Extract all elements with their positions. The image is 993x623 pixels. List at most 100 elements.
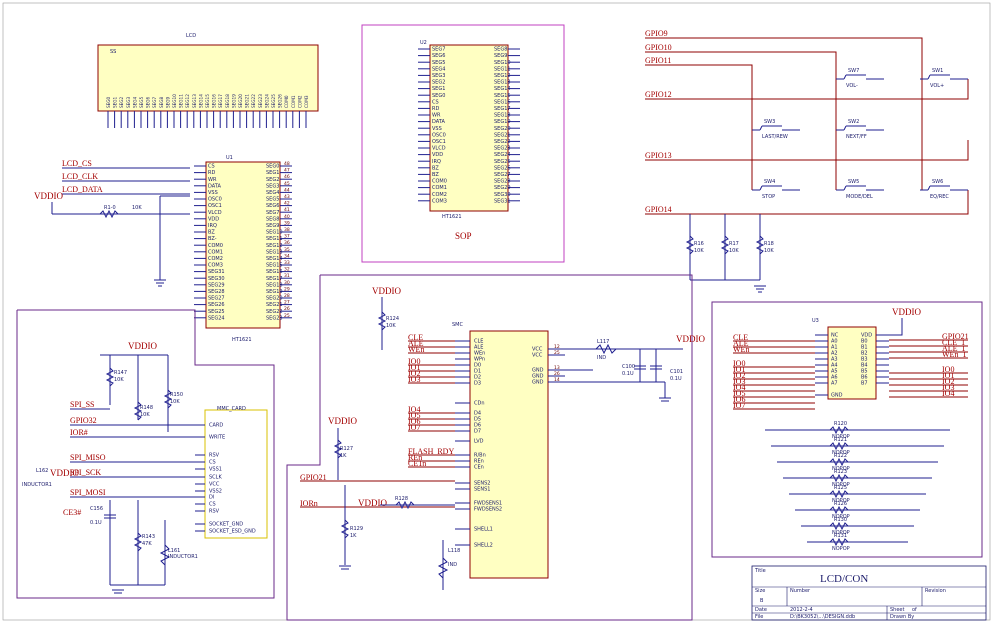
u1-pin-left: OSC0 <box>208 197 222 203</box>
u3-pin-right: B4 <box>861 363 868 369</box>
u1-pin-left: CS <box>208 164 215 170</box>
lcd-pin-label: SEG15 <box>205 94 210 108</box>
r147-ref: R147 <box>114 370 127 376</box>
resistor-symbol <box>829 425 849 435</box>
u2-pin-right: SEG30 <box>494 192 511 198</box>
switch-res-ref: R17 <box>729 241 739 247</box>
smc-pin-left: D3 <box>474 381 481 387</box>
u3-pin-left: A7 <box>831 381 838 387</box>
l162-ref: L162 <box>36 468 48 474</box>
u2-pin-left: SEG1 <box>432 86 445 92</box>
u3-pin-right: B5 <box>861 369 868 375</box>
resistor-symbol <box>829 521 849 531</box>
u3-pin-left: GND <box>831 393 843 399</box>
u2-ref: U2 <box>420 40 427 46</box>
u3-pin-left: A2 <box>831 351 838 357</box>
net-gpio32: GPIO32 <box>70 416 97 425</box>
u1-pin-right: SEG22 <box>266 309 283 315</box>
r148-val: 10K <box>140 412 150 418</box>
r129-ref: R129 <box>350 526 363 532</box>
u1-pin-right: SEG10 <box>266 230 283 236</box>
lcd-pin-label: SEG21 <box>245 94 250 108</box>
smc-pin-right: GND <box>532 374 544 380</box>
u3-right-net: CLE_1 <box>942 338 965 347</box>
resistor-symbol <box>829 537 849 547</box>
smc-pin-num: 25 <box>554 350 560 356</box>
switch-label: NEXT/FF <box>846 134 867 140</box>
lcd-pin-label: COM2 <box>297 95 302 108</box>
tb-title-label: Title <box>754 568 766 574</box>
u2-pin-right: SEG19 <box>494 119 511 125</box>
switch-res-val: 10K <box>694 248 704 254</box>
u2-body <box>429 44 509 212</box>
smc-pin-right: VCC <box>532 353 543 359</box>
resistor-symbol <box>755 235 765 255</box>
u3-vddio: VDDIO <box>892 307 921 317</box>
lcd-pin-label: SEG11 <box>179 94 184 108</box>
r128-vddio: VDDIO <box>358 498 387 508</box>
mmc-pin: SCLK <box>209 475 222 481</box>
smc-vddio: VDDIO <box>372 286 401 296</box>
u2-pin-left: COM1 <box>432 185 447 191</box>
l161-ref: L161 <box>168 548 180 554</box>
tb-size-label: Size <box>755 588 765 594</box>
smc-pin-left: R/Bn <box>474 453 486 459</box>
u1-pin-num: 37 <box>284 234 290 240</box>
u3-left-net: IO0 <box>733 359 745 368</box>
u1-pin-right: SEG9 <box>266 223 279 229</box>
u3-pin-right: B6 <box>861 375 868 381</box>
mmc-pin: SOCKET_GND <box>209 522 243 528</box>
smc-pin-left: ALE <box>474 345 483 351</box>
tb-revision-label: Revision <box>925 588 946 594</box>
u3-right-net: GPIO21 <box>942 332 969 341</box>
mmc-pin: VCC <box>209 482 220 488</box>
u1-pin-num: 42 <box>284 201 290 207</box>
u3-res-val: NOPOP <box>832 530 850 536</box>
u1-ref: U1 <box>226 155 233 161</box>
u2-pin-left: SEG0 <box>432 93 445 99</box>
smc-pin-left: CEn <box>474 465 484 471</box>
smc-pin-left: SENS1 <box>474 487 490 493</box>
lcd-pin-label: COM3 <box>304 95 309 108</box>
u3-right-net: IO2 <box>942 377 954 386</box>
c156-val: 0.1U <box>90 520 102 526</box>
mmc-pin: VSS2 <box>209 489 222 495</box>
u1-pin-left: BZ <box>208 230 215 236</box>
mmc-pin: RSV <box>209 453 220 459</box>
u1-pin-right: SEG0 <box>266 164 279 170</box>
u1-block: U1 CSRDWRDATAVSSOSC0OSC1VLCDVDDIRQBZBZ-C… <box>34 155 292 343</box>
u2-pin-right: SEG26 <box>494 165 511 171</box>
tb-number-label: Number <box>790 588 811 594</box>
u1-pin-num: 35 <box>284 247 290 253</box>
net-ior: IOR# <box>70 428 88 437</box>
u3-res-val: NOPOP <box>832 482 850 488</box>
smc-net-label: IO2 <box>408 369 420 378</box>
c100-val: 0.1U <box>622 371 634 377</box>
u1-pin-left: SEG25 <box>208 309 225 315</box>
smc-pin-left: CDn <box>474 401 485 407</box>
r129-val: 1K <box>350 533 357 539</box>
u1-pin-left: DATA <box>208 183 221 189</box>
u2-pin-right: SEG10 <box>494 60 511 66</box>
lcd-pin-label: SEG2 <box>119 96 124 108</box>
u3-pin-left: A6 <box>831 375 838 381</box>
lcd-pin-label: COM1 <box>291 95 296 108</box>
resistor-symbol <box>720 235 730 255</box>
mmc-vddio: VDDIO <box>128 341 157 351</box>
smc-ref: SMC <box>452 322 463 328</box>
u1-pin-left: SEG24 <box>208 315 225 321</box>
net-spi-miso: SPI_MISO <box>70 453 106 462</box>
lcd-pin-label: SEG26 <box>278 94 283 108</box>
net-gpio14: GPIO14 <box>645 205 672 214</box>
lcd-pin-label: SEG24 <box>264 94 269 108</box>
u2-pin-right: SEG23 <box>494 146 511 152</box>
u1-pin-num: 27 <box>284 300 290 306</box>
u1-pin-num: 46 <box>284 174 290 180</box>
u3-left-net: WEn <box>733 345 749 354</box>
r143-ref: R143 <box>142 534 155 540</box>
smc-net-label: IORn <box>300 499 318 508</box>
u3-pin-left: NC <box>831 333 839 339</box>
u2-pin-right: SEG14 <box>494 86 511 92</box>
net-gpio12: GPIO12 <box>645 90 672 99</box>
u3-pin-right: B0 <box>861 339 868 345</box>
